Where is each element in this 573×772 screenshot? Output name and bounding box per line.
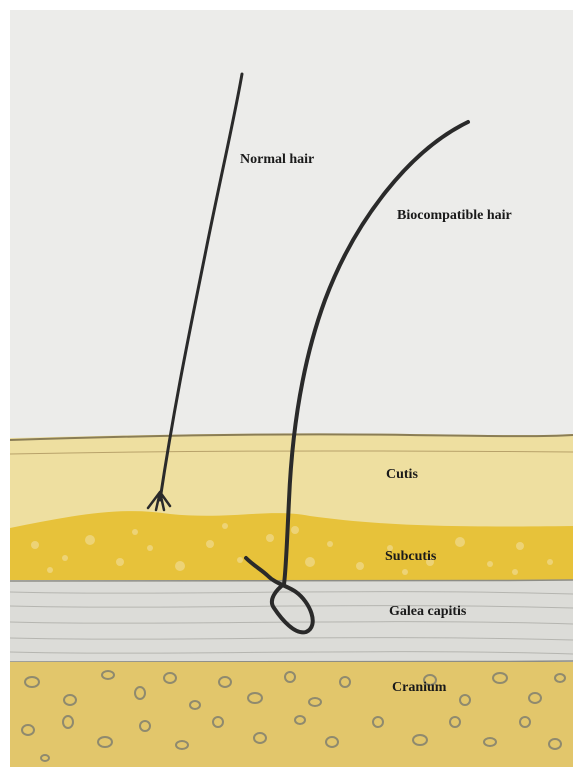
- hair-implant-diagram: [10, 10, 573, 767]
- label-galea-capitis: Galea capitis: [389, 604, 466, 620]
- label-subcutis: Subcutis: [385, 549, 436, 565]
- label-biocompatible-hair: Biocompatible hair: [397, 208, 512, 224]
- cranium-layer: [10, 662, 573, 767]
- label-cranium: Cranium: [392, 680, 446, 696]
- label-normal-hair: Normal hair: [240, 152, 314, 168]
- label-cutis: Cutis: [386, 467, 418, 483]
